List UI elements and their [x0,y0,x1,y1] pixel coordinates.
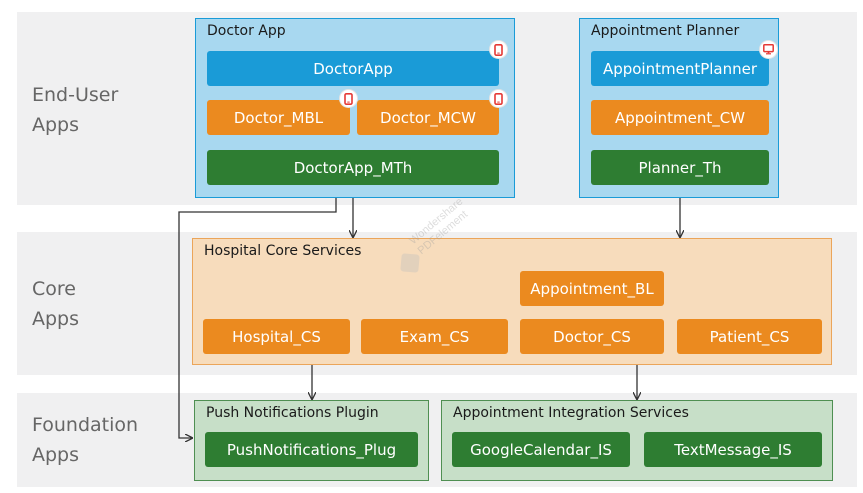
mobile-phone-icon [490,90,507,107]
doctor-app-mth-module[interactable]: DoctorApp_MTh [207,150,499,185]
doctor-app-group-title: Doctor App [207,23,286,39]
doctor-cs-module[interactable]: Doctor_CS [520,319,664,354]
hospital-core-services-group-title: Hospital Core Services [204,243,362,259]
push-notifications-plug-module[interactable]: PushNotifications_Plug [205,432,418,467]
foundation-layer-label: Foundation Apps [32,414,139,466]
text-message-is-module[interactable]: TextMessage_IS [644,432,822,467]
appointment-cw-module[interactable]: Appointment_CW [591,100,769,135]
doctor-mbl-module[interactable]: Doctor_MBL [207,100,350,135]
google-calendar-is-module[interactable]: GoogleCalendar_IS [452,432,630,467]
appointment-integration-services-group-title: Appointment Integration Services [453,405,689,421]
push-notifications-plugin-group-title: Push Notifications Plugin [206,405,379,421]
end-user-layer-label: End-User Apps [32,84,119,136]
mobile-phone-icon [340,90,357,107]
appointment-bl-module[interactable]: Appointment_BL [520,271,664,306]
doctor-app-module[interactable]: DoctorApp [207,51,499,86]
desktop-monitor-icon [760,41,777,58]
hospital-cs-module[interactable]: Hospital_CS [203,319,350,354]
patient-cs-module[interactable]: Patient_CS [677,319,822,354]
arrow-doctor-app-to-push-plugin [178,198,337,438]
appointment-planner-group-title: Appointment Planner [591,23,740,39]
core-layer-label: Core Apps [32,278,80,330]
exam-cs-module[interactable]: Exam_CS [361,319,508,354]
appointment-planner-module[interactable]: AppointmentPlanner [591,51,769,86]
doctor-mcw-module[interactable]: Doctor_MCW [357,100,499,135]
mobile-phone-icon [490,41,507,58]
planner-th-module[interactable]: Planner_Th [591,150,769,185]
